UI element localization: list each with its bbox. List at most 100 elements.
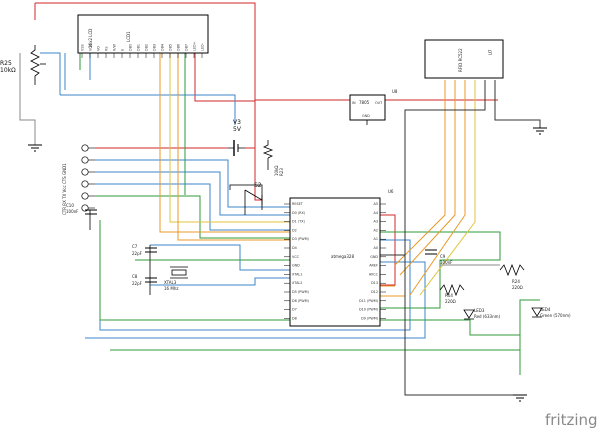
- xtal-ref: XTAL3: [164, 280, 177, 285]
- u7-part: RFID RC522: [458, 48, 463, 72]
- wire-blue-bottom: [85, 261, 426, 339]
- wire-rfid-2: [399, 80, 456, 276]
- lcd-pin-label: DB4: [161, 44, 165, 51]
- wire-battery-pos: [245, 100, 256, 149]
- lcd-pin-label: DB5: [169, 44, 173, 51]
- r24-value: 220Ω: [512, 285, 523, 290]
- u6-left-pin-label: VCC: [292, 255, 300, 259]
- u8-gnd-pin: GND: [362, 114, 370, 118]
- wire-power-top: [35, 2, 350, 101]
- wire-rfid-1: [394, 80, 446, 266]
- r23-component: R23 10kΩ: [262, 140, 284, 176]
- ground-symbol-left: [28, 144, 42, 152]
- lcd-pin-label: DB7: [185, 44, 189, 51]
- u6-left-pin-label: RESET: [292, 202, 304, 206]
- wire-green-right: [380, 231, 501, 309]
- wire-green-left: [99, 220, 290, 321]
- c7-capacitor: C7 22pF: [132, 244, 157, 256]
- wire-lcd-d5: [177, 53, 290, 241]
- lcd-name-label: 16x2 LCD: [88, 29, 93, 48]
- u6-right-pin-label: D12: [371, 290, 378, 294]
- fritzing-logo: fritzing: [545, 411, 598, 429]
- v3-ref: V3: [233, 119, 241, 126]
- led3-ref: LED3: [474, 308, 485, 313]
- lcd-pin-label: DB6: [177, 44, 181, 51]
- led4-value: Green (570nm): [540, 313, 571, 318]
- lcd-body: [77, 14, 209, 54]
- wire-rfid-gnd: [494, 80, 541, 128]
- u7-ref: U7: [488, 49, 493, 55]
- u6-left-pin-label: D7: [292, 308, 297, 312]
- lcd-pin-label: DB1: [137, 44, 141, 51]
- s2-switch: S2: [244, 182, 263, 215]
- wire-tx: [95, 171, 290, 216]
- serial-header: CTR RX TX Vcc CTS GND1: [62, 144, 95, 215]
- u6-left-pin-label: XTAL2: [292, 281, 302, 285]
- c7-ref: C7: [132, 244, 138, 249]
- lcd-pin-label: VSS: [81, 44, 85, 51]
- header-pin: [81, 192, 89, 200]
- r25-resistor: [30, 45, 40, 85]
- u6-right-pin-label: A1: [374, 237, 378, 241]
- xtal-value: 16 Mhz: [164, 286, 178, 291]
- led4-green: LED4 Green (570nm): [531, 307, 571, 318]
- u6-ref: U6: [388, 189, 394, 194]
- wire-xtal1: [150, 244, 290, 271]
- ground-symbol-bottom: [513, 394, 527, 402]
- s2-ref: S2: [254, 182, 262, 189]
- c8-capacitor: C8 22pF: [132, 274, 157, 286]
- r14-value: 220Ω: [445, 299, 456, 304]
- u8-ref: U8: [392, 89, 398, 94]
- r14-ref: R14: [445, 293, 453, 298]
- wires: [19, 2, 541, 396]
- c10-value: 100nF: [66, 209, 79, 214]
- lcd-ref-label: LCD1: [126, 31, 131, 42]
- wire-rfid-3: [409, 80, 466, 296]
- lcd-pin-label: LED-: [201, 42, 205, 51]
- c10-capacitor: C10 100nF: [66, 203, 97, 215]
- u6-left-pin-label: D3 (PWM): [292, 237, 309, 241]
- led3-red: LED3 Red (633nm): [463, 308, 500, 320]
- c9-value: 100nF: [440, 260, 453, 265]
- r14-resistor: R14 220Ω: [439, 283, 465, 304]
- u6-part: atmega328: [331, 254, 354, 259]
- wire-xtal2: [150, 277, 290, 286]
- u6-right-pin-label: D13: [371, 281, 378, 285]
- wire-lcd-d6: [169, 53, 290, 223]
- r24-ref: R24: [512, 279, 520, 284]
- wire-avcc: [380, 214, 396, 286]
- u7-rfid-module: RFID RC522 U7: [424, 39, 504, 79]
- r23-ref: R23: [279, 168, 284, 176]
- c10-ref: C10: [66, 203, 74, 208]
- led4-ref: LED4: [540, 307, 551, 312]
- u6-left-pin-label: D6 (PWM): [292, 299, 309, 303]
- header-pin: [81, 168, 89, 176]
- u6-body: [289, 197, 381, 327]
- u8-out-pin: OUT: [375, 101, 383, 105]
- r24-resistor: R24 220Ω: [499, 263, 525, 290]
- lcd-pin-label: DB0: [129, 44, 133, 51]
- lcd-pin-label: DB3: [153, 44, 157, 51]
- u6-right-pin-label: A4: [374, 211, 378, 215]
- header-pin: [81, 180, 89, 188]
- wire-blue-mid: [60, 94, 236, 125]
- u6-right-pin-label: D9 (PWM): [361, 316, 378, 320]
- u6-left-pin-label: GND: [292, 264, 300, 268]
- u6-right-pin-label: A3: [374, 220, 378, 224]
- u6-left-pin-label: XTAL1: [292, 272, 302, 276]
- c7-value: 22pF: [132, 251, 143, 256]
- header-pins-label: CTR RX TX Vcc CTS GND1: [62, 163, 67, 215]
- r25-ref: R25: [0, 60, 12, 67]
- r25-component: R25 10kΩ: [0, 45, 46, 85]
- header-pin: [81, 156, 89, 164]
- u8-regulator: 7805 IN OUT GND U8: [349, 89, 398, 121]
- c9-ref: C9: [440, 254, 446, 259]
- u6-left-pin-label: D0 (RX): [292, 211, 306, 215]
- u6-left-pin-label: D4: [292, 246, 297, 250]
- c8-ref: C8: [132, 274, 138, 279]
